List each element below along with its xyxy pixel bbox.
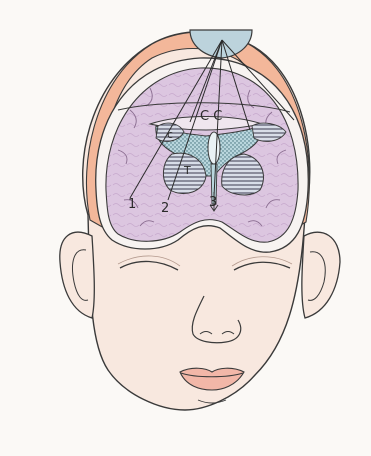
label-thalamus: T: [183, 164, 191, 177]
label-probe-1: 1: [128, 197, 136, 212]
label-caudate: c: [167, 128, 173, 141]
label-probe-3: 3: [209, 195, 217, 210]
label-probe-2: 2: [161, 201, 169, 216]
septum-pellucidum: [208, 132, 220, 164]
right-ear: [302, 232, 340, 318]
left-ear: [60, 232, 94, 318]
label-cc: C C: [200, 109, 222, 124]
